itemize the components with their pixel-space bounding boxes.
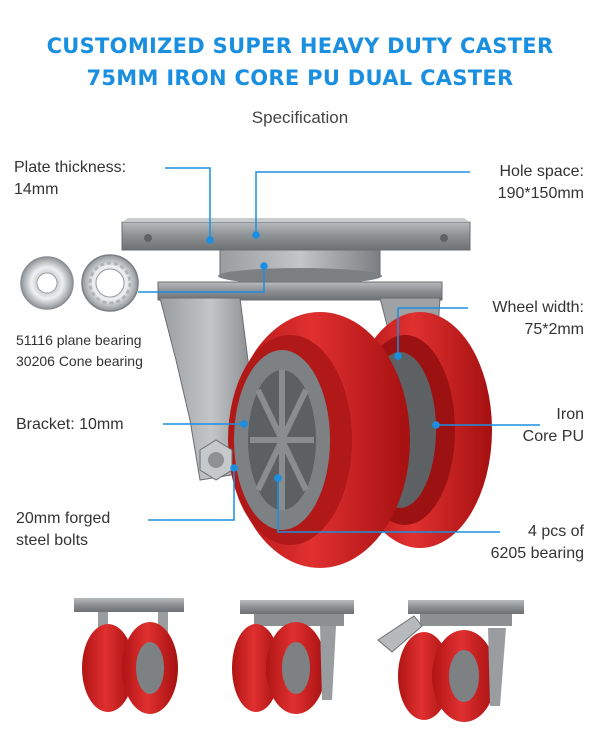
spec-bolts: 20mm forged steel bolts [16,510,111,549]
variant-rigid [74,598,184,714]
variant-swivel [232,600,354,714]
spec-bracket: Bracket: 10mm [16,416,124,433]
product-title-line-2: 75MM IRON CORE PU DUAL CASTER [86,66,514,90]
spec-plate-thickness: Plate thickness: 14mm [14,159,127,198]
specification-heading: Specification [251,108,349,127]
wheel-front [228,312,410,568]
callout-lines [138,167,540,533]
product-title-line-1: CUSTOMIZED SUPER HEAVY DUTY CASTER [46,34,554,58]
top-plate [121,218,471,251]
spec-core: Iron Core PU [522,406,584,445]
spec-hole-space: Hole space: 190*150mm [497,163,584,202]
variant-swivel-brake [377,600,524,722]
spec-bearings: 51116 plane bearing 30206 Cone bearing [16,332,143,369]
spec-wheel-width: Wheel width: 75*2mm [492,299,584,338]
spec-wheel-bearing: 4 pcs of 6205 bearing [490,523,584,562]
axle-bolt [199,439,233,481]
bearing-images [20,254,139,312]
swivel-housing [218,249,382,284]
